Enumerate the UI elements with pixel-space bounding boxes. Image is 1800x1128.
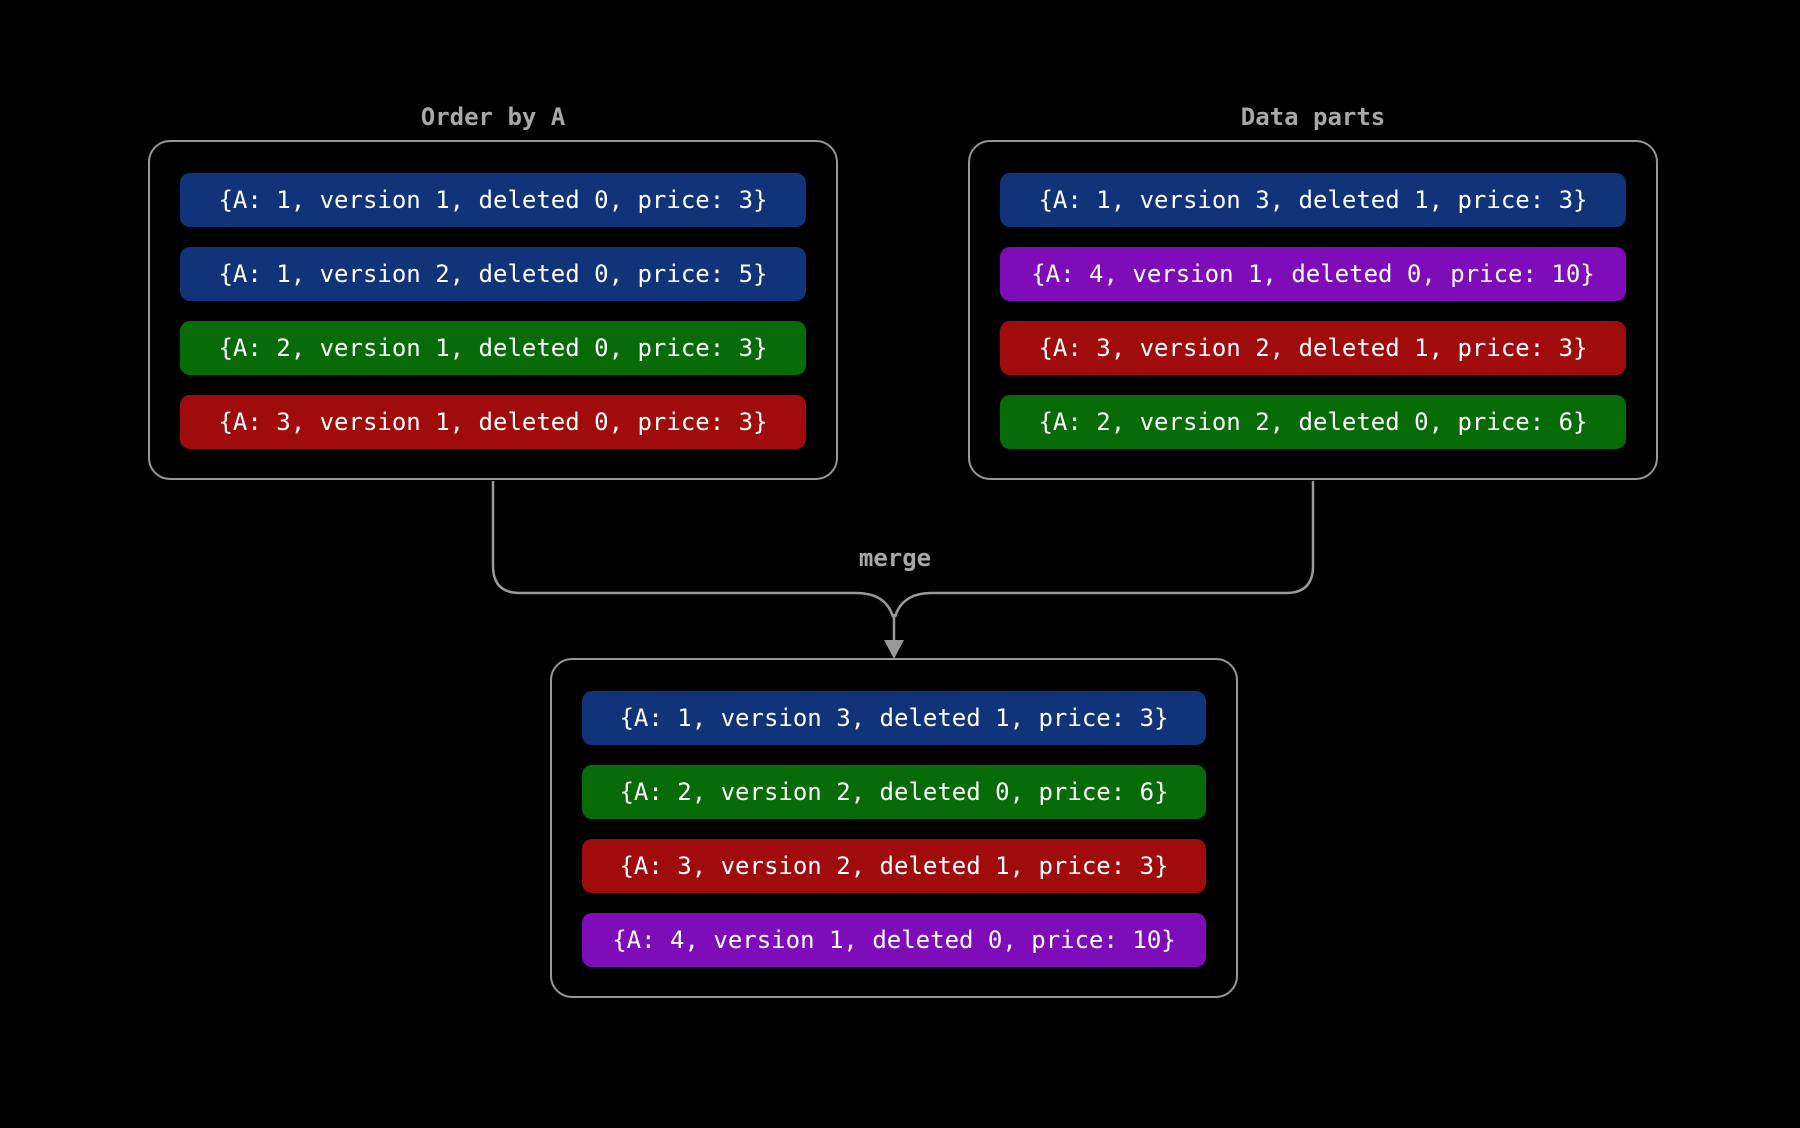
data-row: {A: 1, version 2, deleted 0, price: 5} [180, 247, 806, 301]
order-by-a-title: Order by A [420, 103, 566, 131]
arrow-down-icon [884, 640, 904, 659]
data-row: {A: 2, version 2, deleted 0, price: 6} [1000, 395, 1626, 449]
data-row: {A: 2, version 1, deleted 0, price: 3} [180, 321, 806, 375]
data-row: {A: 2, version 2, deleted 0, price: 6} [582, 765, 1206, 819]
data-row: {A: 3, version 2, deleted 1, price: 3} [1000, 321, 1626, 375]
data-parts-title: Data parts [1240, 103, 1386, 131]
data-row: {A: 3, version 1, deleted 0, price: 3} [180, 395, 806, 449]
order-by-a-box: {A: 1, version 1, deleted 0, price: 3} {… [148, 140, 838, 480]
merge-label: merge [858, 544, 932, 572]
data-parts-box: {A: 1, version 3, deleted 1, price: 3} {… [968, 140, 1658, 480]
merged-result-box: {A: 1, version 3, deleted 1, price: 3} {… [550, 658, 1238, 998]
data-row: {A: 4, version 1, deleted 0, price: 10} [1000, 247, 1626, 301]
data-row: {A: 1, version 3, deleted 1, price: 3} [1000, 173, 1626, 227]
data-row: {A: 3, version 2, deleted 1, price: 3} [582, 839, 1206, 893]
data-row: {A: 4, version 1, deleted 0, price: 10} [582, 913, 1206, 967]
data-row: {A: 1, version 1, deleted 0, price: 3} [180, 173, 806, 227]
data-row: {A: 1, version 3, deleted 1, price: 3} [582, 691, 1206, 745]
